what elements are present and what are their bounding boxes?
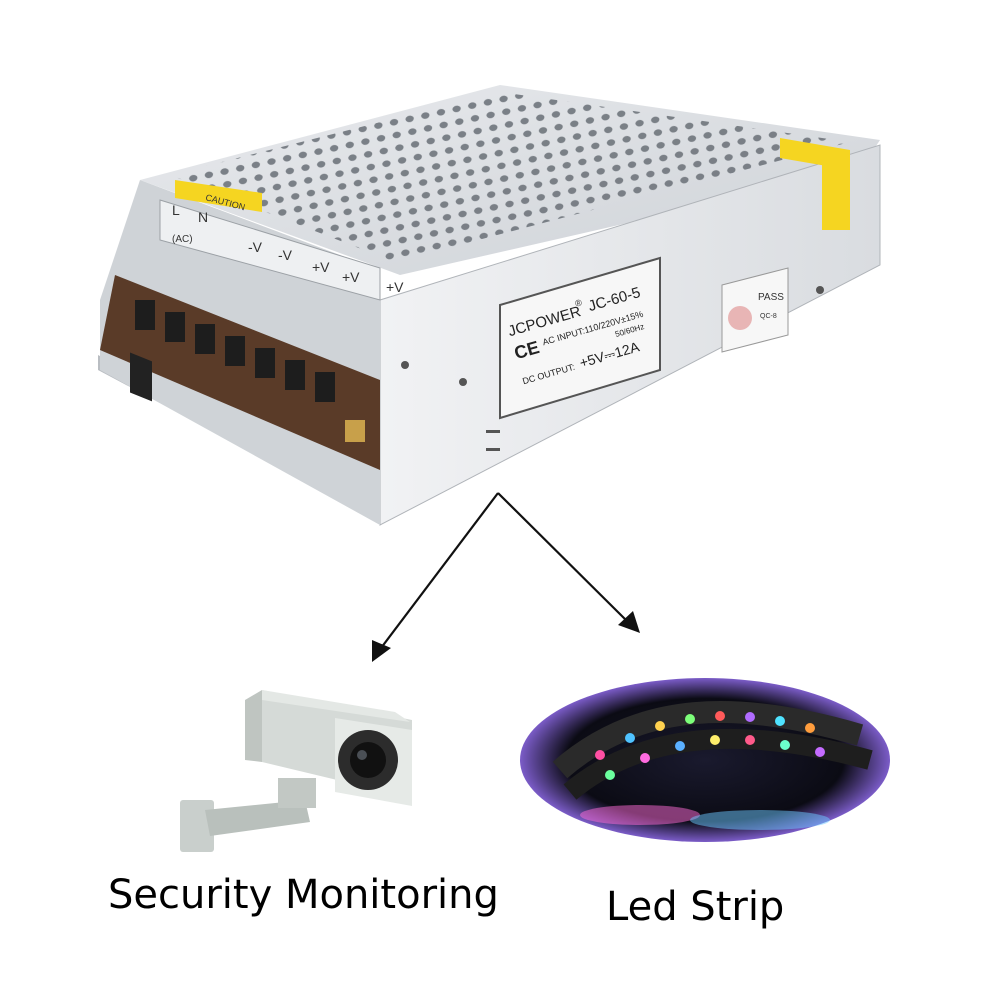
terminal-screws [135,300,335,402]
pass-text: PASS [758,292,784,303]
led-strip-icon [520,678,890,842]
warranty-sticker [822,150,850,230]
caption-security-monitoring: Security Monitoring [108,872,499,918]
terminal-label-neg1: -V [248,239,263,255]
arrow-to-camera [377,492,499,653]
terminal-label-pos2: +V [342,269,360,285]
arrowhead-left [372,640,391,662]
terminal-label-n: N [198,209,208,225]
security-camera-icon [180,690,412,852]
caption-led-strip: Led Strip [606,884,785,930]
arrows [377,492,633,653]
potentiometer [345,420,365,442]
arrowhead-right [618,611,640,633]
terminal-label-ac: (AC) [172,234,193,245]
caution-sticker [175,180,262,212]
arrow-to-led-strip [497,492,633,627]
spec-label [499,256,661,420]
pass-sticker: PASS QC-8 [721,267,789,353]
terminal-label-l: L [172,202,180,218]
qc-text: QC-8 [760,313,777,320]
terminal-label-pos3: +V [386,279,404,295]
terminal-label-neg2: -V [278,247,293,263]
terminal-label-pos1: +V [312,259,330,275]
registered-mark: ® [574,297,583,309]
